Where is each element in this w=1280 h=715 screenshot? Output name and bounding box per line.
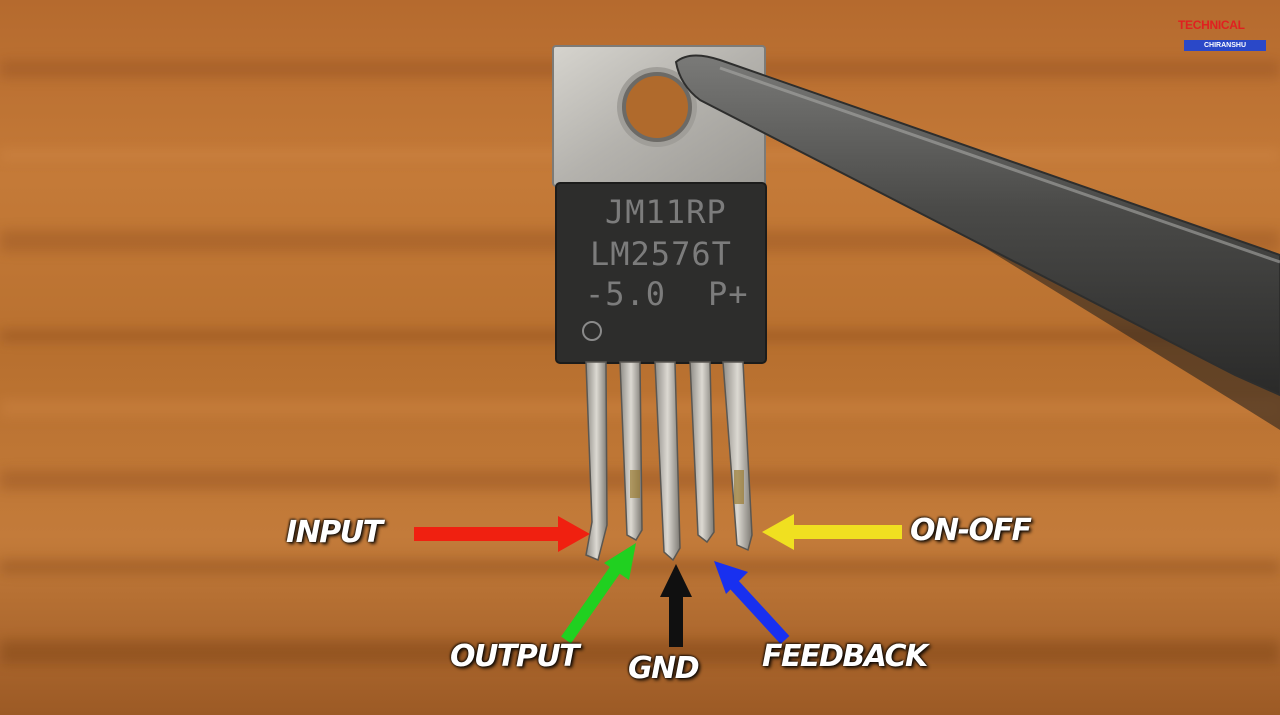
chip-marking-line3: -5.0 <box>585 275 667 313</box>
input-label: INPUT <box>286 515 383 550</box>
feedback-label: FEEDBACK <box>762 639 928 674</box>
input-arrow <box>414 516 590 552</box>
logo-bottom-text: CHIRANSHU <box>1184 40 1266 51</box>
pin-1 <box>585 361 608 562</box>
channel-logo: TECHNICAL CHIRANSHU <box>1170 10 1268 54</box>
on-off-label: ON-OFF <box>910 513 1032 548</box>
pin-3 <box>654 361 681 562</box>
chip-logo-mark <box>582 321 602 341</box>
output-arrow <box>561 543 636 644</box>
gnd-arrow <box>660 564 692 647</box>
gnd-label: GND <box>628 651 700 686</box>
tweezers <box>674 54 1280 430</box>
chip-metal-tab <box>552 45 766 187</box>
output-label: OUTPUT <box>450 639 580 674</box>
chip-marking-suffix: P+ <box>708 275 749 313</box>
logo-top-text: TECHNICAL <box>1178 18 1245 32</box>
feedback-arrow <box>714 561 790 645</box>
pin-4 <box>689 361 715 544</box>
chip-pins <box>585 361 753 562</box>
mounting-hole <box>622 72 692 142</box>
chip-marking-line1: JM11RP <box>605 193 727 231</box>
on-off-arrow <box>762 514 902 550</box>
chip-marking-line2: LM2576T <box>590 235 732 273</box>
pin-5 <box>722 361 753 552</box>
